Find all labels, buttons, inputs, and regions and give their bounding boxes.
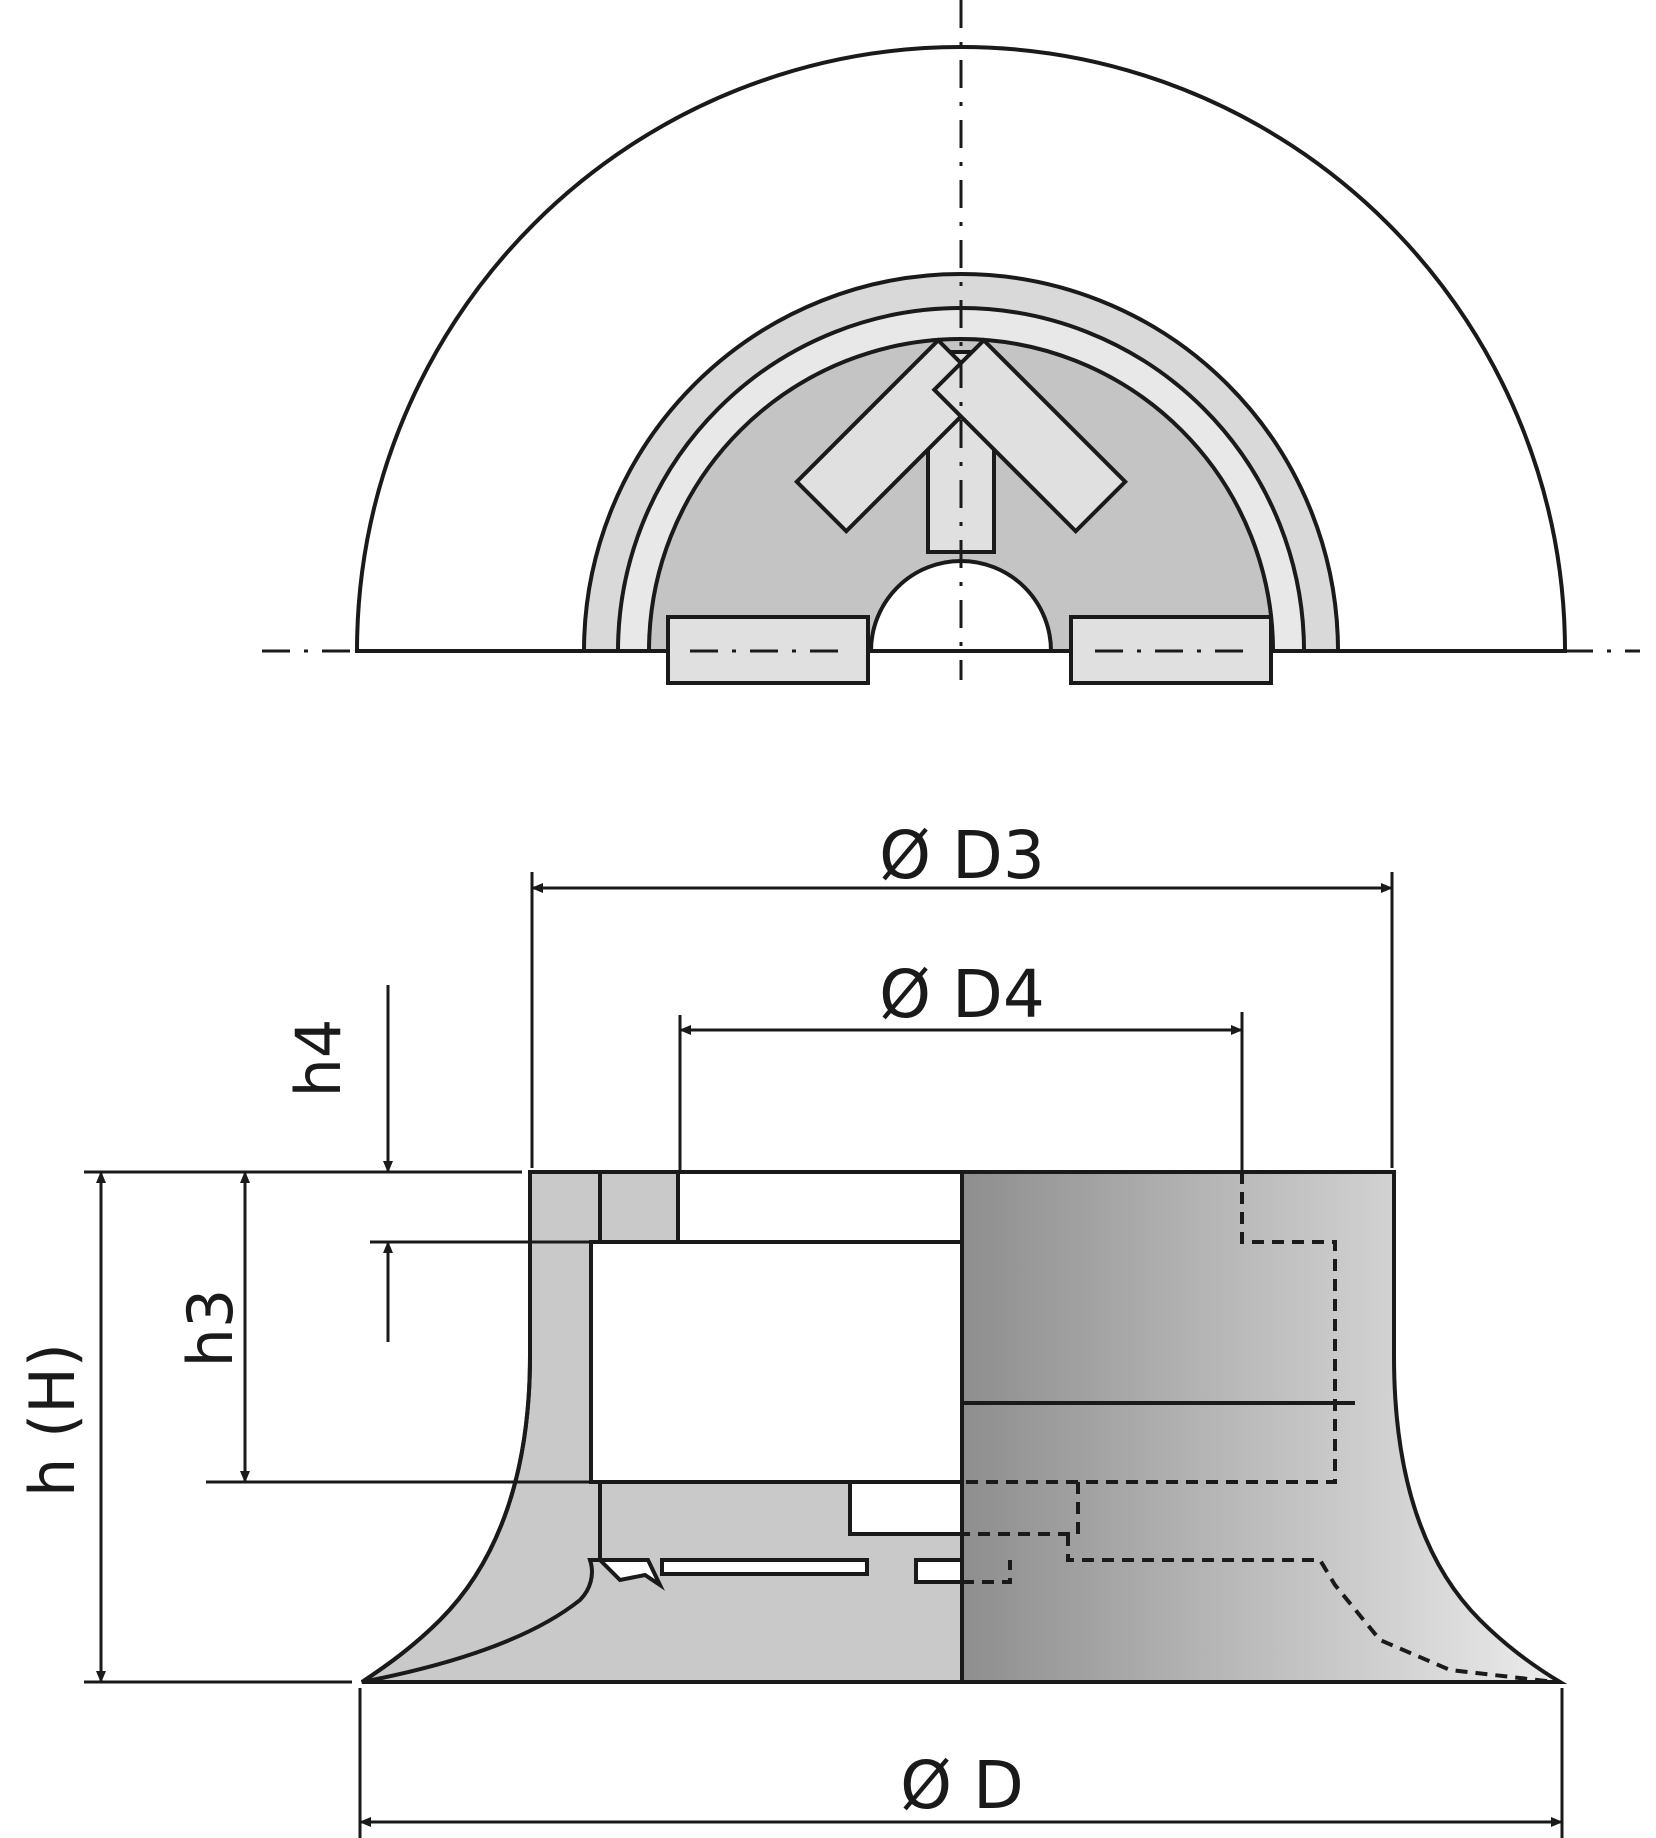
label-d3: Ø D3: [879, 817, 1045, 894]
label-h4: h4: [282, 1019, 355, 1098]
top-view: [262, 0, 1640, 685]
left-notch: [595, 1558, 665, 1591]
right-elevation-body: [960, 1170, 1568, 1684]
bore-main: [589, 1240, 964, 1484]
top-center-lines: [262, 0, 1640, 680]
slot-right-diagonal: [931, 337, 1129, 535]
label-d4: Ø D4: [879, 956, 1045, 1033]
bore-stud: [914, 1558, 964, 1584]
bore-lower-slot: [660, 1558, 869, 1576]
label-h: h (H): [16, 1343, 89, 1497]
base-flare: [360, 1355, 532, 1684]
left-outer-wall: [360, 1170, 602, 1684]
bore-top: [676, 1170, 964, 1244]
side-view: [360, 1170, 1568, 1684]
bore-step: [848, 1480, 964, 1536]
label-d: Ø D: [900, 1747, 1024, 1824]
dimensions: [84, 872, 1564, 1838]
hidden-lines: [962, 1172, 1556, 1684]
label-h3: h3: [174, 1289, 247, 1368]
